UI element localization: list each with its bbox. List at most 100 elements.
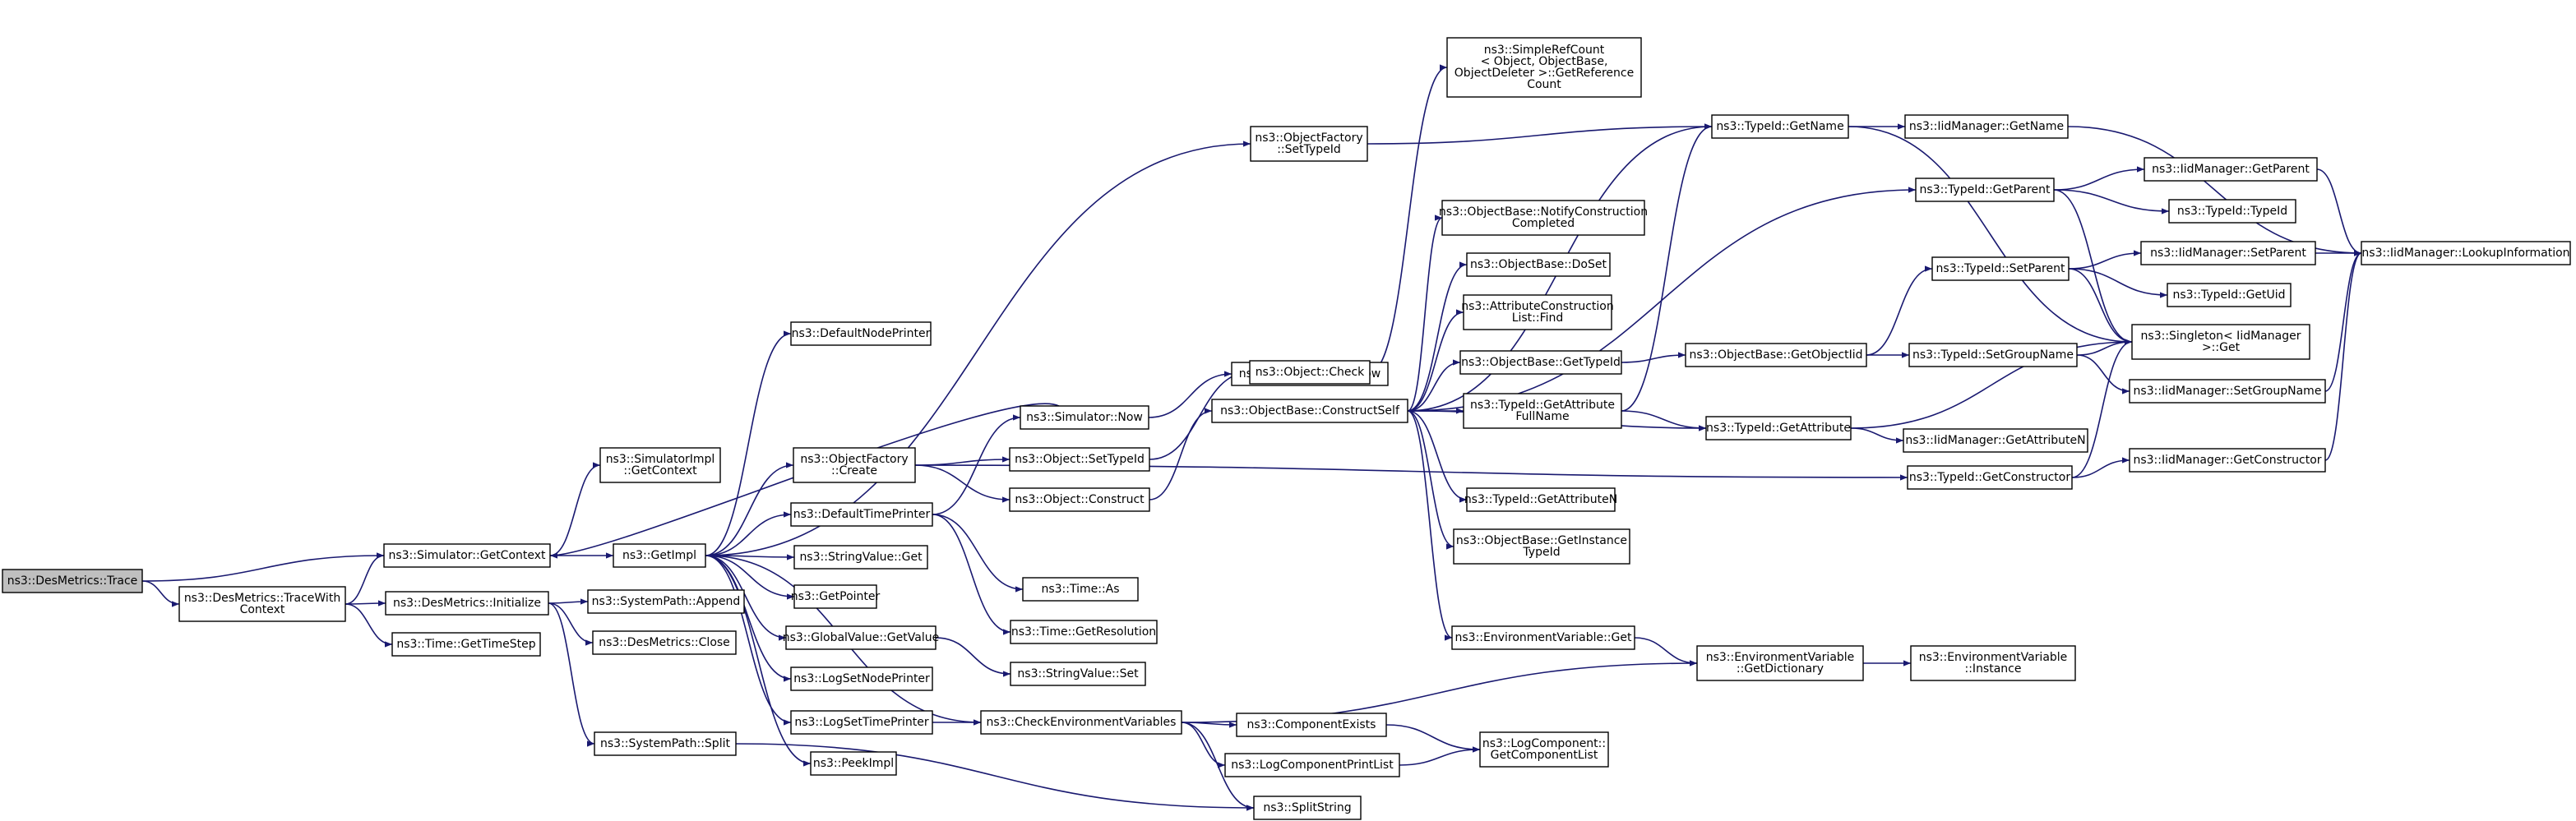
node-logcomponent-getcomponentlist[interactable]: ns3::LogComponent::GetComponentList	[1479, 731, 1609, 768]
node-box	[2129, 448, 2326, 473]
node-box	[793, 545, 928, 570]
node-typeid-getconstructor[interactable]: ns3::TypeId::GetConstructor	[1907, 465, 2073, 490]
node-label: ::SetTypeId	[1277, 143, 1341, 156]
edge-object-construct-to-objbase-constructself	[1149, 408, 1213, 500]
edge-desmetrics-initialize-to-desmetrics-close	[548, 602, 594, 646]
node-box	[980, 710, 1182, 735]
node-box	[790, 321, 932, 346]
node-time-getresolution[interactable]: ns3::Time::GetResolution	[1010, 620, 1158, 644]
node-desmetrics-initialize[interactable]: ns3::DesMetrics::Initialize	[385, 591, 549, 616]
node-singleton-get[interactable]: ns3::Singleton< IidManager>::Get	[2131, 324, 2310, 360]
node-object-settypeid[interactable]: ns3::Object::SetTypeId	[1009, 447, 1150, 472]
edge-objbase-constructself-to-objbase-gettypeid	[1407, 359, 1461, 412]
node-sim-getcontext[interactable]: ns3::Simulator::GetContext	[383, 543, 551, 568]
node-time-as[interactable]: ns3::Time::As	[1022, 577, 1139, 602]
node-box	[1466, 252, 1611, 277]
node-typeid-getattributen[interactable]: ns3::TypeId::GetAttributeN	[1464, 487, 1617, 512]
node-box	[391, 632, 541, 657]
node-objfactory-create[interactable]: ns3::ObjectFactory::Create	[793, 447, 916, 483]
node-label: ns3::SplitString	[1263, 801, 1351, 814]
node-label: Count	[1527, 78, 1561, 91]
node-logsetnodeprinter[interactable]: ns3::LogSetNodePrinter	[790, 666, 933, 691]
node-label: ns3::TypeId::GetUid	[2172, 288, 2285, 302]
node-defaultnodeprinter[interactable]: ns3::DefaultNodePrinter	[790, 321, 932, 346]
node-typeid-setgroupname[interactable]: ns3::TypeId::SetGroupName	[1908, 343, 2078, 367]
edge-typeid-setparent-to-iidmanager-setparent	[2068, 250, 2142, 270]
node-defaulttimeprinter[interactable]: ns3::DefaultTimePrinter	[790, 502, 933, 527]
node-objbase-gettypeid[interactable]: ns3::ObjectBase::GetTypeId	[1459, 350, 1622, 375]
node-componentexists[interactable]: ns3::ComponentExists	[1236, 713, 1387, 737]
node-typeid-getuid[interactable]: ns3::TypeId::GetUid	[2167, 283, 2292, 307]
node-envvar-get[interactable]: ns3::EnvironmentVariable::Get	[1451, 625, 1635, 650]
node-typeid-getname[interactable]: ns3::TypeId::GetName	[1711, 114, 1849, 139]
edge-iidmanager-getconstructor-to-iidmanager-lookupinformation	[2324, 250, 2362, 461]
node-typeid-typeid[interactable]: ns3::TypeId::TypeId	[2168, 199, 2296, 224]
node-iidmanager-lookupinformation[interactable]: ns3::IidManager::LookupInformation	[2361, 241, 2571, 265]
node-simimpl-getcontext[interactable]: ns3::SimulatorImpl::GetContext	[599, 447, 721, 483]
node-iidmanager-getparent[interactable]: ns3::IidManager::GetParent	[2144, 157, 2318, 182]
node-label: ns3::ObjectFactory	[800, 453, 908, 466]
node-object-check[interactable]: ns3::Object::Check	[1249, 360, 1371, 385]
node-stringvalue-set[interactable]: ns3::StringValue::Set	[1010, 662, 1146, 686]
node-globalvalue-getvalue[interactable]: ns3::GlobalValue::GetValue	[783, 625, 939, 650]
node-box	[613, 543, 706, 568]
node-box	[1479, 731, 1609, 768]
node-box	[1931, 256, 2070, 281]
node-iidmanager-getconstructor[interactable]: ns3::IidManager::GetConstructor	[2129, 448, 2326, 473]
node-iidmanager-setparent[interactable]: ns3::IidManager::SetParent	[2140, 241, 2316, 265]
node-box	[2361, 241, 2571, 265]
node-label: ns3::TypeId::GetName	[1716, 120, 1843, 133]
node-getimpl[interactable]: ns3::GetImpl	[613, 543, 706, 568]
node-desmetrics-close[interactable]: ns3::DesMetrics::Close	[592, 630, 737, 655]
node-systempath-append[interactable]: ns3::SystemPath::Append	[587, 589, 745, 614]
node-box	[1459, 350, 1622, 375]
edge-globalvalue-getvalue-to-stringvalue-set	[935, 637, 1011, 677]
node-getpointer[interactable]: ns3::GetPointer	[791, 584, 881, 609]
node-box	[790, 502, 933, 527]
edge-objfactory-settypeid-to-typeid-getname	[1367, 123, 1713, 145]
node-typeid-setparent[interactable]: ns3::TypeId::SetParent	[1931, 256, 2070, 281]
node-iidmanager-getattributen[interactable]: ns3::IidManager::GetAttributeN	[1903, 428, 2088, 453]
node-typeid-getparent[interactable]: ns3::TypeId::GetParent	[1915, 178, 2055, 202]
node-envvar-instance[interactable]: ns3::EnvironmentVariable::Instance	[1910, 645, 2076, 681]
node-iidmanager-setgroupname[interactable]: ns3::IidManager::SetGroupName	[2129, 379, 2326, 404]
node-box	[1022, 577, 1139, 602]
node-box	[1466, 487, 1616, 512]
node-stringvalue-get[interactable]: ns3::StringValue::Get	[793, 545, 928, 570]
node-typeid-getattribute[interactable]: ns3::TypeId::GetAttribute	[1705, 416, 1852, 440]
node-trace[interactable]: ns3::DesMetrics::Trace	[2, 569, 143, 593]
node-label: >::Get	[2202, 341, 2241, 354]
node-label: ns3::ObjectBase::GetObjectIid	[1689, 348, 1862, 362]
node-object-construct[interactable]: ns3::Object::Construct	[1009, 487, 1150, 512]
node-label: ns3::StringValue::Set	[1017, 667, 1139, 680]
node-notifyconstruction[interactable]: ns3::ObjectBase::NotifyConstructionCompl…	[1439, 200, 1648, 236]
node-checkenvvars[interactable]: ns3::CheckEnvironmentVariables	[980, 710, 1182, 735]
node-systempath-split[interactable]: ns3::SystemPath::Split	[594, 731, 737, 756]
node-label: ns3::GetPointer	[791, 590, 881, 603]
node-logsettimeprinter[interactable]: ns3::LogSetTimePrinter	[790, 710, 933, 735]
node-label: ns3::CheckEnvironmentVariables	[987, 716, 1177, 729]
node-box	[790, 710, 933, 735]
node-box	[383, 543, 551, 568]
node-iidmanager-getname[interactable]: ns3::IidManager::GetName	[1904, 114, 2069, 139]
node-logcomponentprintlist[interactable]: ns3::LogComponentPrintList	[1224, 753, 1400, 777]
node-label: ns3::LogComponentPrintList	[1231, 759, 1394, 772]
node-peekimpl[interactable]: ns3::PeekImpl	[810, 751, 897, 776]
node-objfactory-settypeid[interactable]: ns3::ObjectFactory::SetTypeId	[1250, 126, 1368, 162]
node-objbase-getobjectiid[interactable]: ns3::ObjectBase::GetObjectIid	[1685, 343, 1867, 367]
node-label: ns3::ObjectBase::NotifyConstruction	[1439, 205, 1648, 219]
node-label: ns3::ObjectBase::ConstructSelf	[1220, 404, 1400, 417]
node-objbase-doset[interactable]: ns3::ObjectBase::DoSet	[1466, 252, 1611, 277]
node-time-gettimestep[interactable]: ns3::Time::GetTimeStep	[391, 632, 541, 657]
node-envvar-getdictionary[interactable]: ns3::EnvironmentVariable::GetDictionary	[1696, 645, 1864, 681]
node-simplerefcount[interactable]: ns3::SimpleRefCount< Object, ObjectBase,…	[1446, 37, 1642, 98]
edge-componentexists-to-logcomponent-getcomponentlist	[1385, 724, 1481, 753]
node-objbase-constructself[interactable]: ns3::ObjectBase::ConstructSelf	[1211, 399, 1408, 423]
node-splitstring[interactable]: ns3::SplitString	[1253, 796, 1362, 820]
node-box	[1249, 360, 1371, 385]
node-simulator-now[interactable]: ns3::Simulator::Now	[1020, 405, 1149, 430]
